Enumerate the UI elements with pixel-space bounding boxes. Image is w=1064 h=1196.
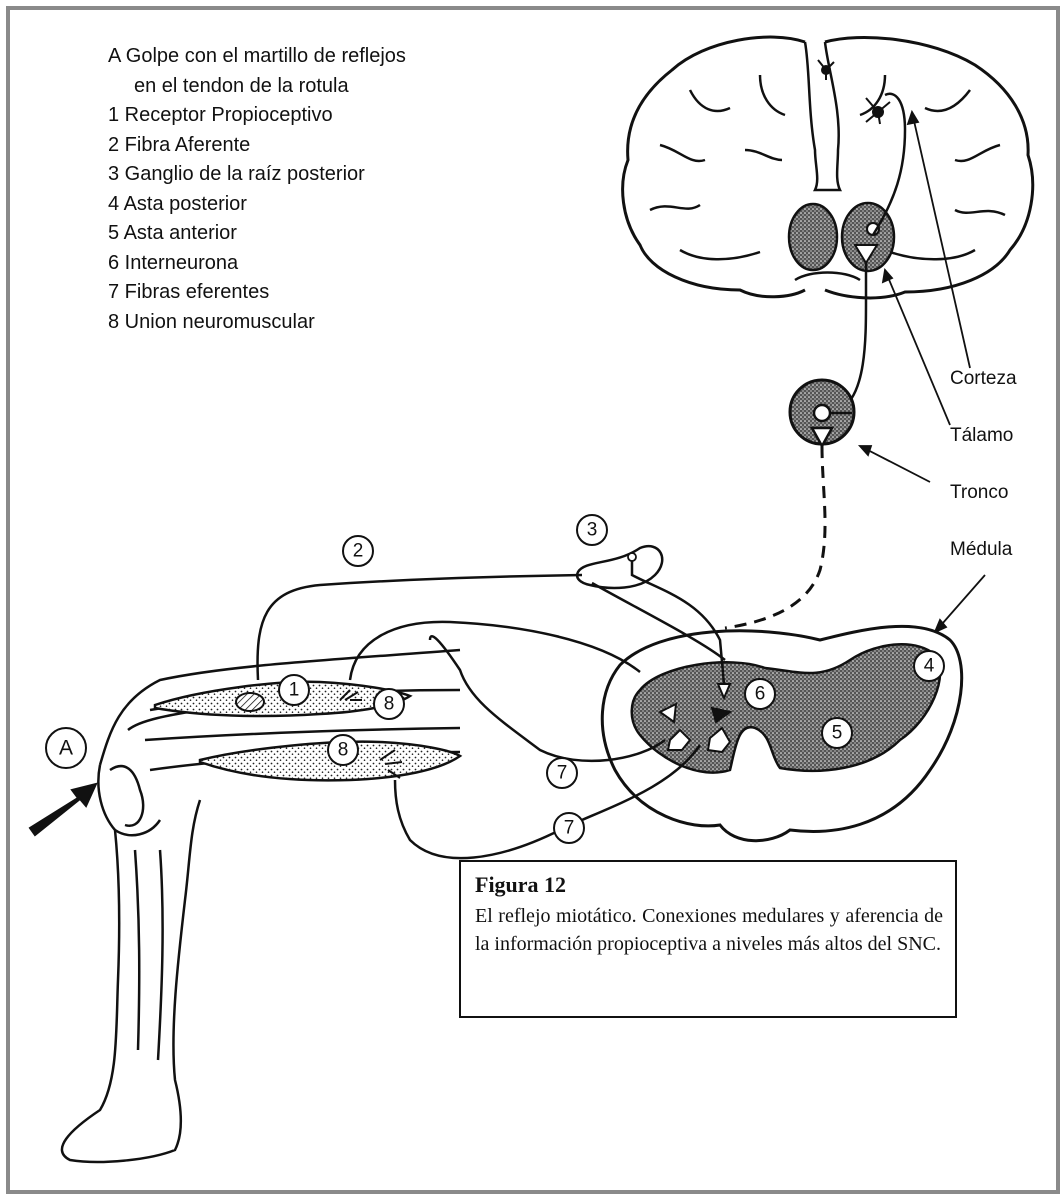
marker-3: 3	[587, 520, 598, 541]
marker-8a: 8	[384, 694, 395, 715]
label-tronco: Tronco	[950, 482, 1008, 503]
figure-caption: Figura 12 El reflejo miotático. Conexion…	[459, 860, 957, 1018]
leg	[62, 650, 460, 1162]
marker-2: 2	[353, 541, 364, 562]
marker-5: 5	[832, 723, 843, 744]
dorsal-root-ganglion	[577, 546, 662, 588]
brainstem-neuron-icon	[814, 405, 830, 421]
marker-7b: 7	[564, 818, 575, 839]
caption-title: Figura 12	[475, 872, 943, 898]
label-corteza: Corteza	[950, 368, 1017, 389]
label-medula: Médula	[950, 539, 1013, 560]
marker-8b: 8	[338, 740, 349, 761]
marker-1: 1	[289, 680, 300, 701]
marker-6: 6	[755, 684, 766, 705]
hammer-strike-arrow	[30, 784, 96, 835]
cortex-neuron-icon	[818, 60, 890, 124]
thalamus-left	[789, 204, 837, 270]
muscle-spindle-icon	[236, 693, 264, 711]
marker-7a: 7	[557, 763, 568, 784]
marker-4: 4	[924, 656, 935, 677]
marker-a: A	[59, 737, 73, 760]
label-talamo: Tálamo	[950, 425, 1013, 446]
ascending-tract	[725, 446, 825, 628]
caption-text: El reflejo miotático. Conexiones medular…	[475, 902, 943, 958]
